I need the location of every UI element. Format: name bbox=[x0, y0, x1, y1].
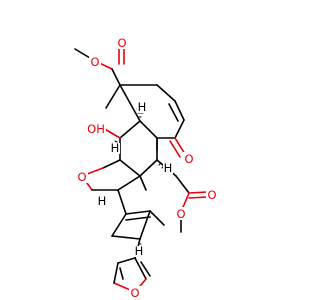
ketone-oxygen: O bbox=[184, 152, 193, 166]
bond-ring-a-alkene-2 bbox=[168, 103, 179, 122]
bond-cp-double-2 bbox=[125, 216, 151, 221]
bond-thf-3 bbox=[117, 175, 141, 191]
bond-ketone-double-2 bbox=[169, 140, 181, 158]
bond-furan-3 bbox=[117, 257, 136, 264]
bond-ring-a-2 bbox=[156, 84, 176, 102]
bond-cp-3 bbox=[111, 235, 141, 240]
bond-ring-b-4 bbox=[139, 159, 158, 177]
bond-side-2 bbox=[175, 175, 190, 194]
hydroxyl-group: OH bbox=[87, 122, 105, 136]
bond-furan-double-2 bbox=[119, 267, 124, 280]
ester1-carbonyl-oxygen: O bbox=[117, 36, 126, 50]
ester2-ether-oxygen: O bbox=[176, 207, 185, 221]
bond-ring-a-6 bbox=[119, 84, 141, 122]
bond-cp-methyl bbox=[149, 210, 165, 226]
tetrahydrofuran-oxygen: O bbox=[77, 170, 86, 184]
bond-thf-1 bbox=[102, 159, 121, 169]
bond-ring-b-1 bbox=[119, 120, 141, 139]
bond-ring-b-3 bbox=[119, 159, 141, 177]
bond-ring-a-alkene-1 bbox=[174, 100, 185, 121]
bond-layer bbox=[74, 47, 208, 293]
bond-furan-2 bbox=[113, 262, 119, 284]
bond-c13-methyl bbox=[139, 175, 147, 191]
bond-ester1-carbonyl-c bbox=[111, 68, 121, 86]
atom-label-layer: O O O OH O O O O H H H H H bbox=[76, 36, 218, 300]
bond-furan-double-1 bbox=[140, 261, 151, 277]
stereo-h-c15: H bbox=[135, 244, 144, 258]
bond-cp-1 bbox=[117, 189, 127, 215]
bond-ring-a-5 bbox=[139, 120, 158, 139]
molecule-structure: O O O OH O O O O H H H H H bbox=[74, 36, 218, 300]
bond-c4-methyl bbox=[105, 84, 121, 109]
ester1-ether-oxygen: O bbox=[90, 55, 99, 69]
bond-furan-1 bbox=[134, 257, 147, 280]
bond-cp-2 bbox=[139, 210, 151, 240]
stereo-wedges bbox=[112, 108, 166, 250]
furan-oxygen: O bbox=[130, 286, 139, 300]
bond-cp-4 bbox=[111, 213, 127, 237]
bond-ester2-co-double-2 bbox=[188, 196, 208, 199]
bond-cp-double-1 bbox=[125, 210, 151, 215]
bond-ester2-co-double-1 bbox=[188, 191, 208, 194]
stereo-h-c9: H bbox=[164, 161, 173, 175]
bond-ketone-double-1 bbox=[174, 137, 186, 155]
stereo-h-c5: H bbox=[138, 100, 147, 114]
stereo-h-c17: H bbox=[98, 194, 107, 208]
ester2-carbonyl-oxygen: O bbox=[207, 188, 216, 202]
stereo-h-c7: H bbox=[111, 141, 120, 155]
bond-ring-a-3 bbox=[174, 119, 185, 139]
